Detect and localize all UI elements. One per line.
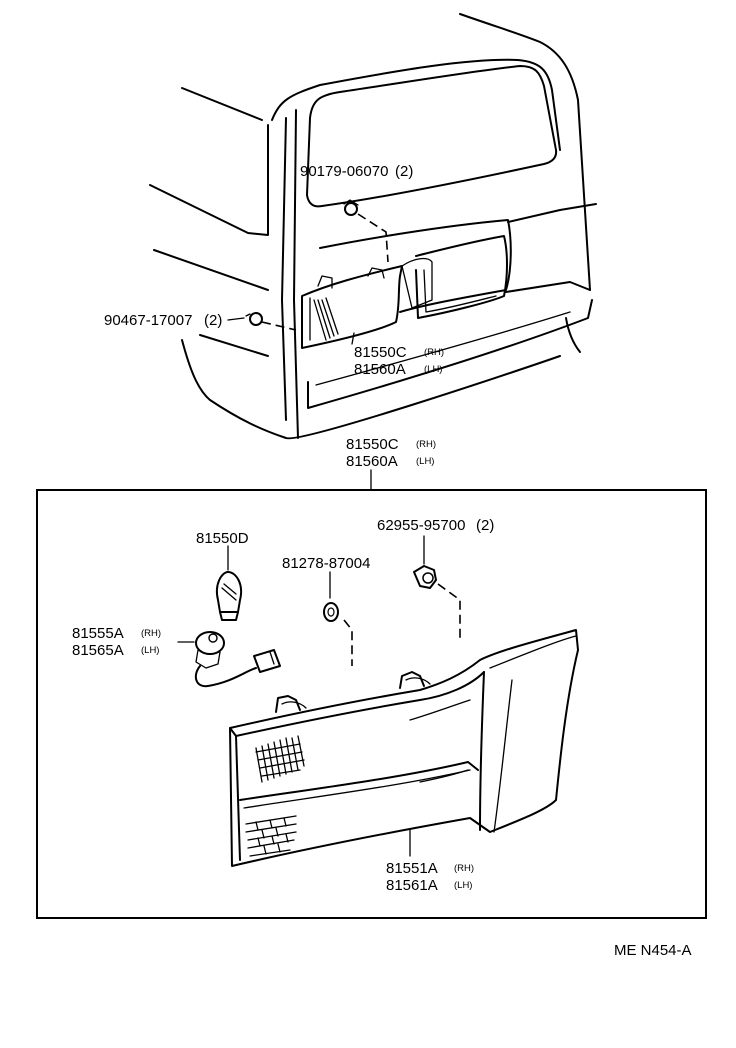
part-number-81555a: 81555A: [72, 625, 124, 642]
part-number-81551a: 81551A: [386, 860, 438, 877]
part-number-81560a-box: 81560A: [346, 453, 398, 470]
part-number-90467-17007: 90467-17007: [104, 312, 192, 329]
socket-wire-illustration: [177, 631, 281, 688]
part-suffix-81560a-vehicle: (LH): [424, 364, 442, 375]
part-suffix-81550c-vehicle: (RH): [424, 347, 444, 358]
part-number-81278-87004: 81278-87004: [282, 555, 370, 572]
part-suffix-81550c-box: (RH): [416, 439, 436, 450]
grommet-illustration: [323, 571, 353, 666]
part-qty-90467: (2): [204, 312, 222, 329]
screw-illustration: [413, 535, 461, 640]
part-number-81550c-box: 81550C: [346, 436, 399, 453]
part-qty-62955: (2): [476, 517, 494, 534]
part-number-81560a-vehicle: 81560A: [354, 361, 406, 378]
drawing-code: ME N454-A: [614, 942, 692, 959]
part-suffix-81555a: (RH): [141, 628, 161, 639]
part-qty-90179: (2): [395, 163, 413, 180]
detail-box: [36, 489, 707, 919]
part-suffix-81551a: (RH): [454, 863, 474, 874]
vehicle-labels: 90179-06070 (2) 90467-17007 (2) 81550C (…: [104, 163, 444, 378]
part-number-62955-95700: 62955-95700: [377, 517, 465, 534]
part-suffix-81565a: (LH): [141, 645, 159, 656]
part-number-90179-06070: 90179-06070: [300, 163, 388, 180]
part-number-81561a: 81561A: [386, 877, 438, 894]
part-suffix-81560a-box: (LH): [416, 456, 434, 467]
part-number-81550c-vehicle: 81550C: [354, 344, 407, 361]
lamp-housing-illustration: [229, 629, 579, 867]
bulb-illustration: [216, 545, 242, 621]
part-number-81550d: 81550D: [196, 530, 249, 547]
vehicle-rear-illustration: [149, 13, 597, 440]
part-suffix-81561a: (LH): [454, 880, 472, 891]
part-number-81565a: 81565A: [72, 642, 124, 659]
